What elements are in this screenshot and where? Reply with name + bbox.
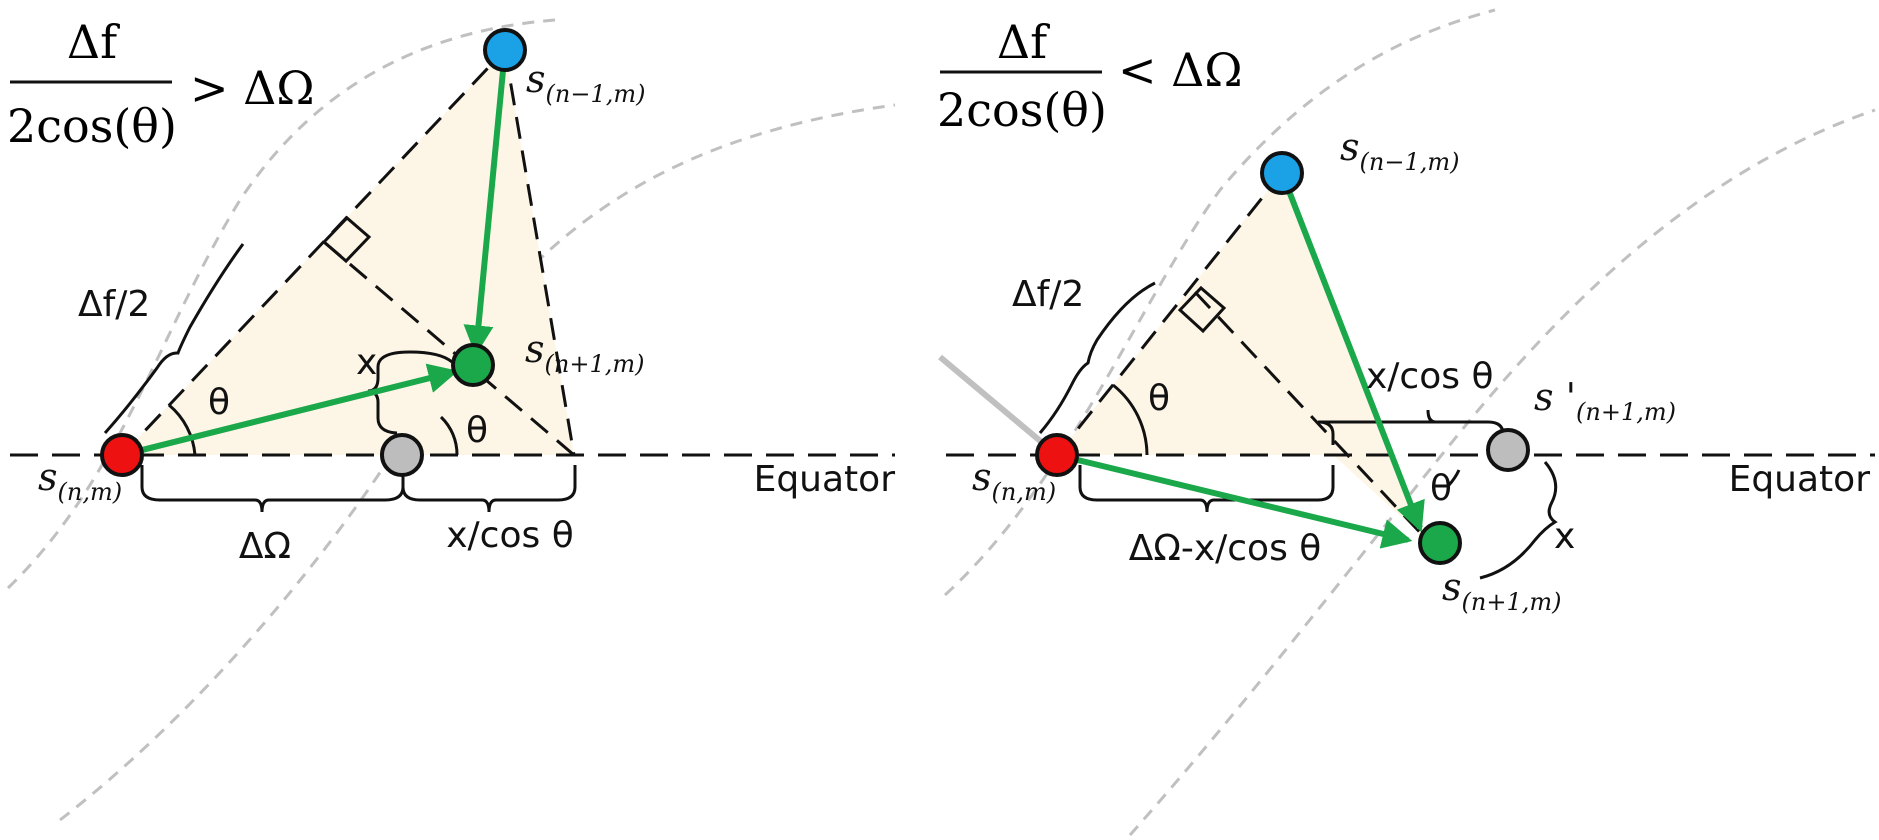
left-panel: Δf 2cos(θ) > ΔΩ s(n−1,m) s(n+1,m) s(n,m)… [6, 15, 896, 822]
left-condition: Δf 2cos(θ) > ΔΩ [7, 15, 314, 153]
left-sat-origin-label: s(n,m) [38, 455, 122, 506]
right-theta-arc-green [1447, 469, 1461, 487]
left-condition-relation: > ΔΩ [190, 61, 315, 115]
left-brace-x-cos [401, 465, 577, 513]
left-label-half-df: Δf/2 [78, 284, 150, 325]
right-dashed-perpendicular [1193, 290, 1429, 542]
right-sat-bottom-label: s(n+1,m) [1442, 565, 1561, 616]
right-sat-bottom [1418, 521, 1462, 565]
left-arrow-origin-to-mid [121, 363, 459, 458]
right-label-x-cos: x/cos θ [1366, 356, 1493, 397]
right-condition: Δf 2cos(θ) < ΔΩ [937, 15, 1242, 137]
right-theta-arc-origin [1112, 383, 1149, 456]
left-sat-top [483, 28, 527, 72]
left-sat-top-label: s(n−1,m) [526, 57, 645, 108]
right-condition-relation: < ΔΩ [1118, 43, 1243, 97]
right-orbit-track-2 [1128, 108, 1876, 836]
left-brace-half-df [103, 243, 245, 434]
right-sat-origin-label: s(n,m) [972, 455, 1056, 506]
right-label-delta-omega-minus: ΔΩ-x/cos θ [1129, 528, 1322, 569]
left-label-theta-origin: θ [208, 382, 230, 423]
right-brace-x [1479, 461, 1558, 580]
right-arrow-top-to-bottom [1279, 171, 1425, 533]
left-condition-denominator-text: 2cos(θ) [7, 99, 177, 153]
right-dashed-hypotenuse [1055, 172, 1284, 456]
left-label-equator: Equator [754, 459, 896, 500]
right-condition-numerator: Δf [997, 15, 1050, 69]
right-sat-origin [1035, 433, 1079, 477]
right-label-x: x [1554, 516, 1575, 557]
right-right-angle-marker [1177, 285, 1227, 334]
right-sat-top [1260, 151, 1304, 195]
left-label-delta-omega: ΔΩ [239, 526, 291, 567]
right-shaded-triangle [1057, 173, 1427, 540]
left-sat-mid-label: s(n+1,m) [525, 327, 644, 378]
left-sat-mid [451, 343, 495, 387]
left-dashed-hypotenuse [120, 48, 507, 457]
right-brace-half-df [1038, 281, 1156, 434]
left-label-x: x [356, 342, 377, 383]
right-orbit-gray-segment [938, 354, 1059, 458]
right-orbit-track-1 [943, 8, 1496, 597]
left-sat-origin [100, 433, 144, 477]
right-label-half-df: Δf/2 [1012, 274, 1084, 315]
left-sat-gray [380, 433, 424, 477]
right-sat-gray [1486, 428, 1530, 472]
right-brace-x-cos [1317, 409, 1505, 445]
right-label-theta-green: θ [1430, 468, 1452, 509]
left-arrow-top-to-mid [463, 49, 508, 356]
left-label-theta-gray: θ [466, 410, 488, 451]
left-brace-x [367, 350, 453, 435]
left-right-angle-marker [321, 215, 372, 264]
left-label-x-cos: x/cos θ [446, 515, 573, 556]
right-sat-top-label: s(n−1,m) [1340, 125, 1459, 176]
left-dashed-side [503, 49, 576, 456]
left-brace-delta-omega [140, 465, 405, 513]
left-orbit-track-1 [6, 18, 556, 590]
right-condition-denominator: 2cos(θ) [937, 83, 1107, 137]
right-brace-delta-omega-minus [1078, 465, 1335, 513]
left-dashed-perpendicular [323, 240, 575, 457]
right-panel: Δf 2cos(θ) < ΔΩ s(n−1,m) s '(n+1,m) s(n+… [937, 8, 1876, 836]
right-label-theta-origin: θ [1148, 378, 1170, 419]
right-arrow-origin-to-bottom [1056, 452, 1413, 549]
right-label-equator: Equator [1729, 459, 1871, 500]
left-condition-numerator: Δf [67, 15, 120, 69]
right-sat-prime-label: s '(n+1,m) [1534, 375, 1676, 426]
left-theta-arc-gray [439, 415, 459, 456]
left-theta-arc-origin [168, 403, 197, 456]
